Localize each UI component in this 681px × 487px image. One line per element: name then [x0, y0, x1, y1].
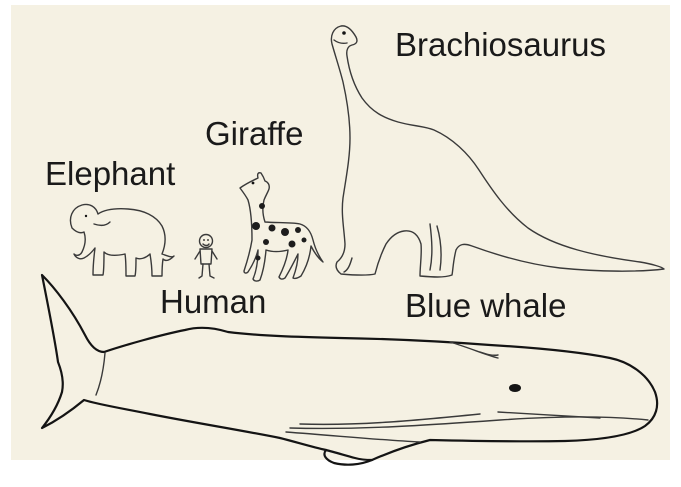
label-elephant: Elephant [45, 155, 175, 192]
label-giraffe: Giraffe [205, 115, 303, 152]
label-brachiosaurus: Brachiosaurus [395, 26, 606, 63]
label-blue-whale: Blue whale [405, 287, 566, 324]
label-human: Human [160, 283, 266, 320]
